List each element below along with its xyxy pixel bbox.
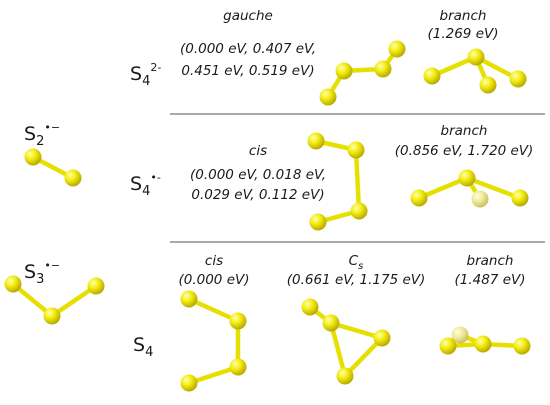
sulfur-atom [307,132,325,150]
sulfur-atom [336,367,354,385]
isomer-name-branch-neutral: branch [467,253,514,269]
sulfur-atom [509,70,527,88]
sulfur-atom [4,275,22,293]
molecule-s4-neutral-cis [180,290,247,392]
energy-line-branch-anion: (0.856 eV, 1.720 eV) [395,143,534,159]
energy-line-cs: (0.661 eV, 1.175 eV) [287,272,426,288]
sulfur-atom [180,290,198,308]
isomer-name-cs: Cs [349,253,364,272]
species-label-s4-dianion: S42- [130,61,161,89]
energy-line-cis-anion-2: 0.029 eV, 0.112 eV) [191,187,324,203]
sulfur-atom [423,67,441,85]
bond [416,175,470,201]
sulfur-atom [319,88,337,106]
sulfur-atom [309,213,327,231]
sulfur-atom [410,189,428,207]
sulfur-atom [322,314,340,332]
bond [186,296,241,324]
sulfur-atom [479,76,497,94]
molecule-s4-dianion-branch [423,48,527,94]
sulfur-atom [467,48,485,66]
isomer-name-cis-anion: cis [249,143,267,159]
bond [186,364,241,386]
molecule-s3 [4,275,105,325]
molecule-s4-neutral-cs [301,298,391,385]
energy-line-gauche-2: 0.451 eV, 0.519 eV) [181,63,314,79]
sulfur-atom [374,60,392,78]
sulfur-atom [87,277,105,295]
isomer-name-gauche: gauche [223,8,273,24]
sulfur-atom [439,337,457,355]
sulfur-atom [229,358,247,376]
sulfur-atom [474,335,492,353]
energy-line-gauche-1: (0.000 eV, 0.407 eV, [180,41,316,57]
molecule-s2 [24,148,82,187]
sulfur-atom [373,329,391,347]
bond [464,175,523,201]
bond [328,320,385,341]
energy-line-branch-dianion: (1.269 eV) [427,26,498,42]
molecule-s4-dianion-gauche [319,40,406,106]
sulfur-atom [451,326,469,344]
isomer-name-branch-dianion: branch [440,8,487,24]
isomer-name-branch-anion: branch [441,123,488,139]
bond [342,335,385,379]
energy-line-branch-neutral: (1.487 eV) [454,272,525,288]
sulfur-atom [511,189,529,207]
bond [328,320,348,379]
sulfur-atom [301,298,319,316]
species-label-s2: S2•− [24,121,60,149]
species-label-s4-neutral: S4 [133,334,153,360]
energy-line-cis-anion-1: (0.000 eV, 0.018 eV, [190,167,326,183]
sulfur-atom [513,337,531,355]
energy-line-cis-neutral: (0.000 eV) [178,272,249,288]
molecule-s4-neutral-branch [439,326,531,355]
sulfur-atom [471,190,489,208]
bond [353,147,362,214]
sulfur-atom [458,169,476,187]
molecule-s4-anion-cis [307,132,368,231]
sulfur-atom [180,374,198,392]
sulfur-atom [335,62,353,80]
species-label-s4-anion: S4•- [130,171,161,199]
molecule-s4-anion-branch [410,169,529,208]
isomer-name-cis-neutral: cis [205,253,223,269]
sulfur-atom [43,307,61,325]
bond [49,283,99,319]
sulfur-atom [347,141,365,159]
sulfur-atom [350,202,368,220]
species-label-s3: S3•− [24,259,60,287]
sulfur-atom [229,312,247,330]
sulfur-atom [388,40,406,58]
sulfur-atom [24,148,42,166]
sulfur-atom [64,169,82,187]
